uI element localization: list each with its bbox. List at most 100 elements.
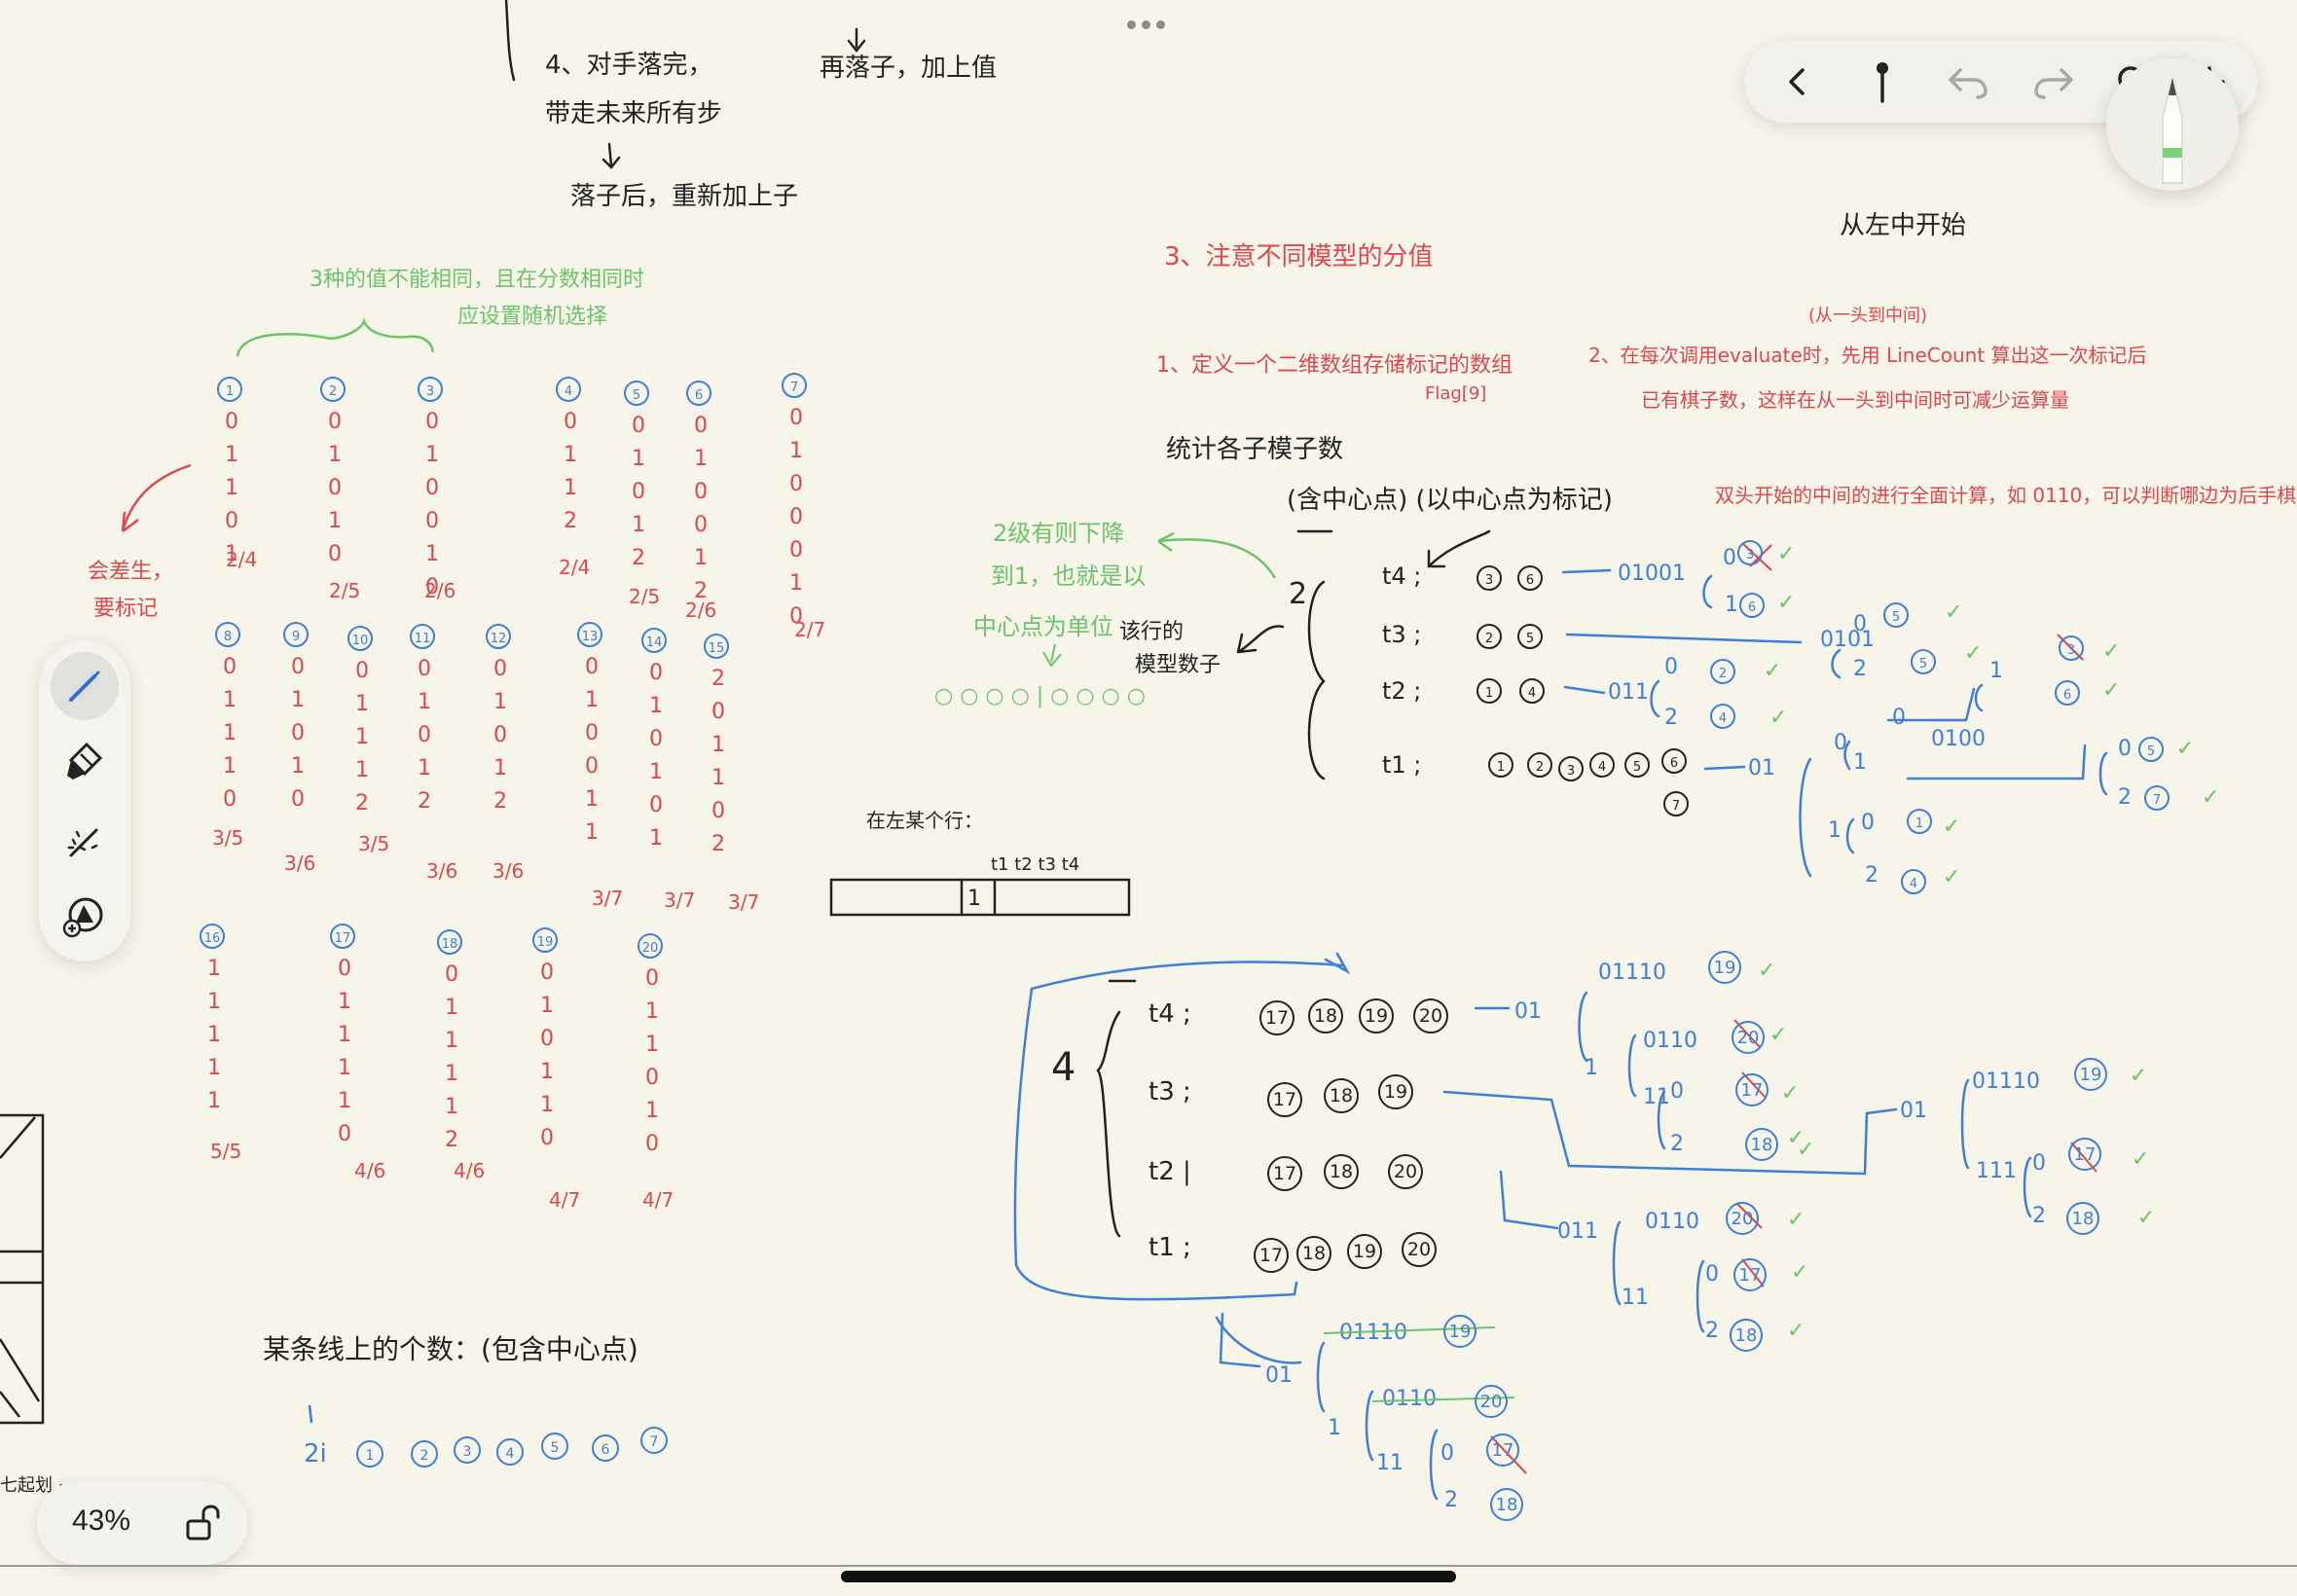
count-r1-3: 2/4 <box>559 556 590 579</box>
column-digit: 1 <box>207 990 221 1014</box>
column-digit: 0 <box>789 604 803 629</box>
circled-number-label: 18 <box>1735 1325 1758 1346</box>
column-digit: 1 <box>355 692 369 716</box>
circled-number-label: 6 <box>1670 756 1678 771</box>
svg-text:✓: ✓ <box>2102 639 2120 664</box>
undo-button[interactable] <box>1941 54 1995 109</box>
svg-text:1: 1 <box>1328 1416 1341 1440</box>
circled-number-label: 3 <box>1567 764 1575 779</box>
circled-number <box>556 377 581 402</box>
svg-text:2: 2 <box>1670 1132 1684 1156</box>
column-digit: 1 <box>445 1062 458 1086</box>
circled-number-label: 7 <box>1672 799 1680 814</box>
circled-number <box>1324 1154 1359 1189</box>
column-digit: 0 <box>694 513 708 537</box>
circled-number <box>1710 704 1735 729</box>
column-digit: 2 <box>418 789 431 814</box>
circled-number <box>577 622 602 647</box>
pencil-tool-button[interactable] <box>2106 58 2239 191</box>
circled-number-label: 17 <box>1273 1163 1296 1184</box>
circled-number-label: 2 <box>1536 760 1544 775</box>
note-blue-2i: 2i <box>304 1439 327 1469</box>
circled-number <box>532 927 558 953</box>
note-red-right-1: (从一头到中间) <box>1808 306 1927 326</box>
note-red-left-1: 要标记 <box>93 597 158 621</box>
column-digit: 1 <box>418 690 431 714</box>
svg-text:0: 0 <box>1853 612 1867 636</box>
circled-number <box>1726 1202 1759 1235</box>
more-options-icon[interactable] <box>1127 18 1170 31</box>
column-digit: 1 <box>564 443 577 467</box>
column-digit: 0 <box>789 472 803 496</box>
column-digit: 0 <box>694 414 708 438</box>
column-digit: 1 <box>445 1029 458 1053</box>
lock-button[interactable] <box>177 1499 226 1547</box>
circled-number-label: 15 <box>709 641 725 656</box>
svg-text:111: 111 <box>1976 1159 2017 1183</box>
pushpin-icon <box>1877 62 1888 103</box>
highlighter-tool-button[interactable] <box>51 728 119 796</box>
circled-number-label: 2 <box>329 384 337 399</box>
note-green-right-0: 2级有则下降 <box>993 520 1124 547</box>
circled-number-label: 6 <box>1748 600 1756 615</box>
column-digit: 0 <box>694 480 708 504</box>
circled-number <box>1745 1128 1778 1161</box>
pen-tool-button[interactable] <box>51 652 119 720</box>
column-digit: 0 <box>291 721 305 745</box>
circled-number-label: 20 <box>1737 1028 1760 1048</box>
column-digit: 2 <box>711 667 725 691</box>
magic-eraser-tool-button[interactable] <box>51 806 119 874</box>
pen-icon <box>69 671 100 702</box>
column-digit: 1 <box>694 546 708 570</box>
column-digit: 1 <box>225 542 238 566</box>
circled-number <box>486 624 511 649</box>
zoom-indicator[interactable]: 43% <box>37 1481 247 1565</box>
column-digit: 1 <box>223 688 237 712</box>
count-r1-2: 2/6 <box>424 579 456 602</box>
column-digit: 0 <box>540 1126 554 1150</box>
circled-number-label: 17 <box>1259 1245 1283 1266</box>
svg-text:✓: ✓ <box>1769 706 1787 730</box>
unlock-icon <box>186 1505 220 1541</box>
shapes-icon <box>62 897 103 938</box>
home-indicator[interactable] <box>841 1571 1456 1582</box>
circled-number <box>686 381 711 406</box>
column-digit: 1 <box>338 1023 351 1047</box>
circled-number <box>1737 540 1763 565</box>
svg-text:✓: ✓ <box>1758 959 1775 983</box>
count-r3-1: 4/6 <box>354 1159 385 1182</box>
circled-number <box>1486 1433 1519 1467</box>
column-digit: 0 <box>418 657 431 681</box>
column-digit: 0 <box>789 406 803 430</box>
shapes-tool-button[interactable] <box>51 882 119 950</box>
circled-number <box>418 377 443 402</box>
circled-number-label: 17 <box>2074 1144 2096 1165</box>
column-digit: 2 <box>445 1128 458 1152</box>
column-digit: 0 <box>540 961 554 985</box>
column-digit: 1 <box>645 1099 659 1123</box>
pin-button[interactable] <box>1855 54 1910 109</box>
circled-number-label: 7 <box>790 381 798 395</box>
svg-text:11: 11 <box>1376 1451 1404 1475</box>
circled-number-label: 20 <box>1394 1161 1417 1182</box>
column-digit: 0 <box>338 1122 351 1146</box>
svg-text:0: 0 <box>1834 731 1847 755</box>
circled-number <box>283 622 309 647</box>
circled-number <box>1519 678 1545 704</box>
circled-number-label: 4 <box>1719 711 1727 726</box>
circled-number <box>437 929 462 955</box>
column-digit: 1 <box>425 542 439 566</box>
svg-text:4: 4 <box>1051 1045 1076 1090</box>
circled-number <box>1624 752 1650 778</box>
note-green-right-2: 中心点为单位 <box>973 613 1113 640</box>
redo-button[interactable] <box>2026 54 2081 109</box>
back-button[interactable] <box>1771 54 1826 109</box>
circled-number-label: 19 <box>1365 1005 1388 1027</box>
circled-number <box>1388 1154 1423 1189</box>
circled-number-label: 10 <box>352 634 369 648</box>
svg-text:1: 1 <box>967 887 981 911</box>
circled-number <box>782 373 807 398</box>
circled-number <box>1402 1232 1437 1267</box>
circled-number <box>1901 869 1926 894</box>
